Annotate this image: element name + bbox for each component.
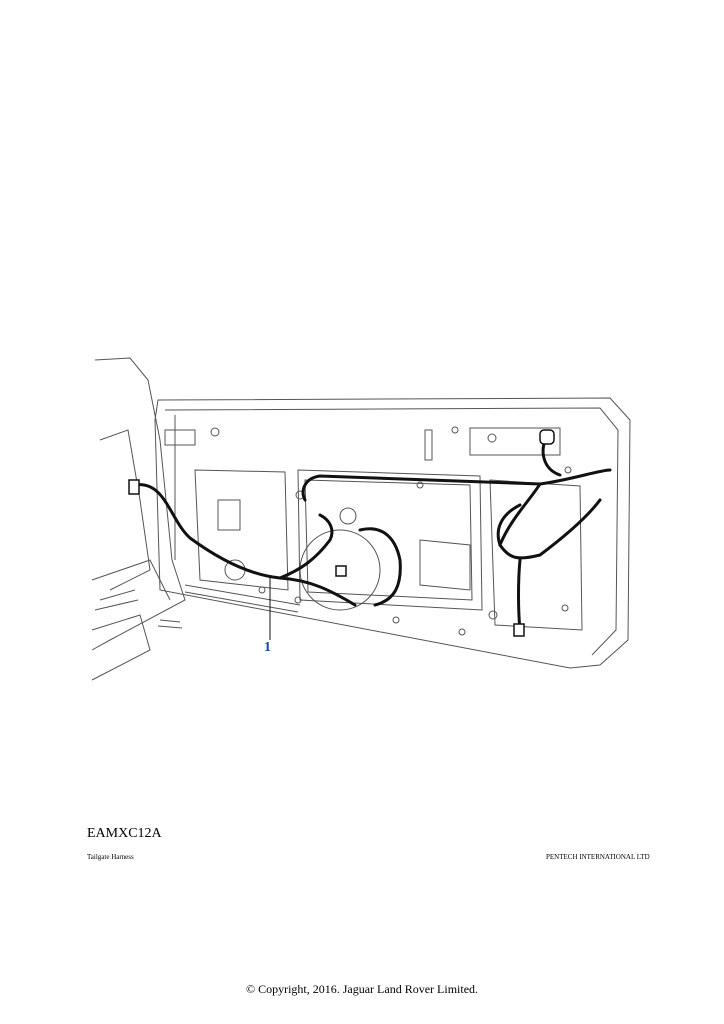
door-outer-outline: [154, 397, 631, 669]
figure-caption: Tailgate Harness: [87, 853, 134, 861]
door-harness-illustration: [91, 357, 631, 681]
harness-main: [133, 483, 357, 607]
body-pillar-outline: [91, 357, 186, 651]
figure-reference-code: EAMXC12A: [87, 826, 162, 841]
publisher-name: PENTECH INTERNATIONAL LTD: [546, 853, 650, 861]
connector: [128, 479, 140, 495]
callout-number: 1: [264, 640, 271, 655]
copyright-notice: © Copyright, 2016. Jaguar Land Rover Lim…: [245, 982, 479, 996]
